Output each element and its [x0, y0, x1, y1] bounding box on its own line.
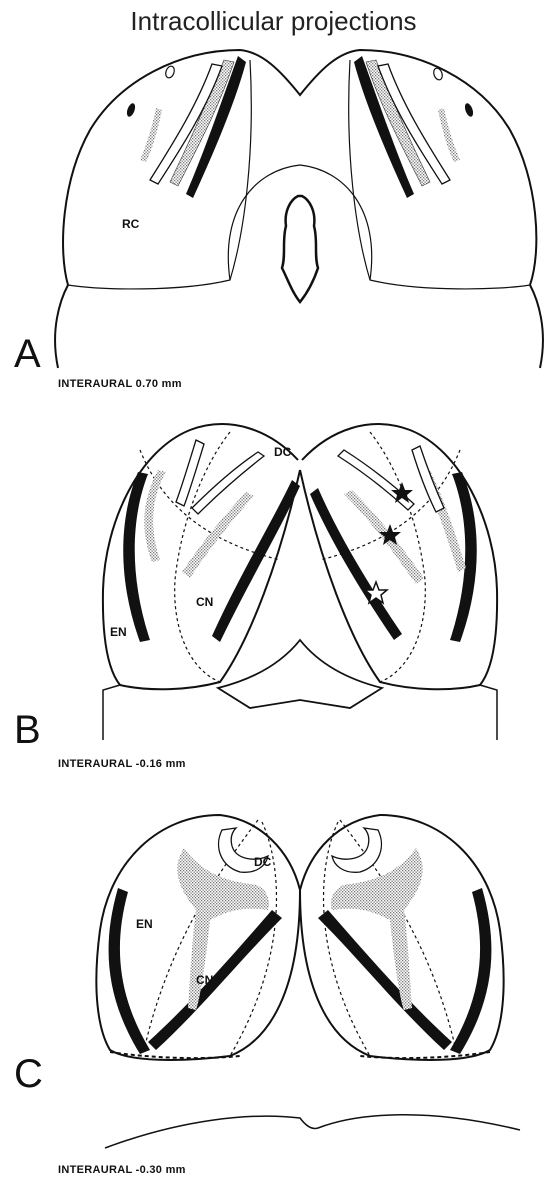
panel-b-left-bands	[123, 440, 300, 642]
panel-c-subdivisions	[110, 820, 490, 1058]
panel-letter-a: A	[14, 332, 41, 377]
panel-c-label-cn: CN	[196, 973, 213, 987]
panel-b-caption: INTERAURAL -0.16 mm	[58, 758, 186, 770]
panel-letter-b: B	[14, 708, 41, 753]
panel-a-label-rc: RC	[122, 217, 140, 231]
panel-c-right-bands	[318, 828, 491, 1054]
panel-a-outline	[55, 50, 543, 368]
panel-c-label-dc: DC	[254, 855, 272, 869]
panel-c-label-en: EN	[136, 917, 153, 931]
panel-a-caption: INTERAURAL 0.70 mm	[58, 378, 182, 390]
panel-c-section	[96, 815, 520, 1148]
panel-b-label-cn: CN	[196, 595, 213, 609]
panel-b-label-dc: DC	[274, 445, 292, 459]
panel-b-wedge	[218, 640, 382, 708]
panel-c-caption: INTERAURAL -0.30 mm	[58, 1164, 186, 1176]
panel-b-label-en: EN	[110, 625, 127, 639]
panel-a-aqueduct	[282, 196, 318, 302]
panel-a-section	[55, 50, 543, 368]
panel-b-right-bands	[310, 446, 477, 642]
panel-letter-c: C	[14, 1052, 43, 1097]
